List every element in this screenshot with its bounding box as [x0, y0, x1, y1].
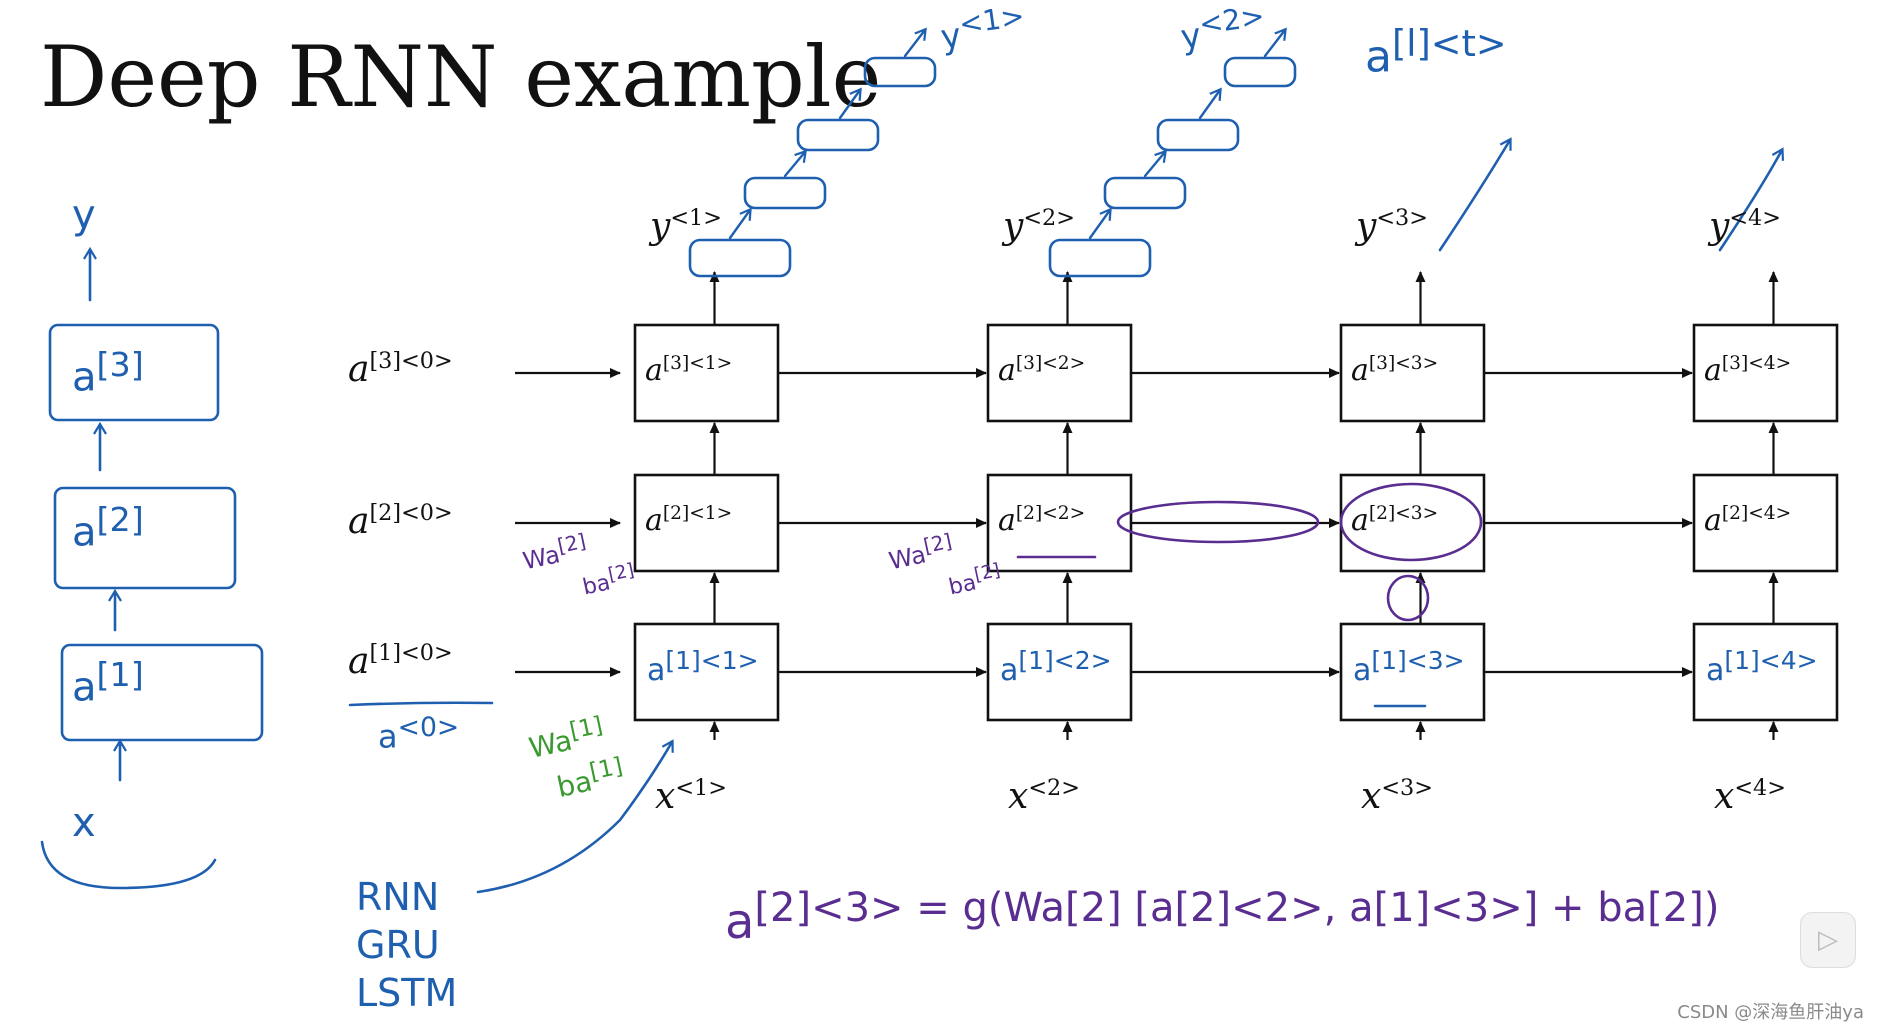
left-stack-box-2	[53, 486, 237, 590]
output-stack-1-arrow-1	[728, 207, 752, 240]
cell-label-l3-t3: a[3]<3>	[1351, 353, 1439, 388]
cell-box-l3-t4	[1692, 323, 1839, 423]
output-stack-1-box-4	[863, 56, 937, 88]
input-label-t4: x<4>	[1714, 775, 1786, 817]
output-stack-1-arrow-3	[838, 87, 862, 120]
cell-label-l2-t3: a[2]<3>	[1351, 503, 1439, 538]
hand-cell-l1-t2: a[1]<2>	[1000, 646, 1112, 688]
cell-label-l3-t2: a[3]<2>	[998, 353, 1086, 388]
cell-label-l3-t4: a[3]<4>	[1704, 353, 1792, 388]
cell-box-l1-t4	[1692, 622, 1839, 722]
output-label-t3: y<3>	[1356, 205, 1428, 247]
cell-label-l2-t2: a[2]<2>	[998, 503, 1086, 538]
output-stack-1-box-1	[688, 238, 792, 278]
output-stack-2-box-1	[1048, 238, 1152, 278]
generic-label-al-t: a[l]<t>	[1365, 22, 1507, 83]
left-stack-item-2: a[3]	[72, 345, 144, 401]
hand-cell-l1-t1: a[1]<1>	[647, 646, 759, 688]
generic-arrow-3	[1438, 137, 1512, 252]
watermark: CSDN @深海鱼肝油ya	[1677, 1002, 1864, 1023]
output-label-t4: y<4>	[1709, 205, 1781, 247]
highlight-circle-vertical	[1386, 574, 1430, 622]
cell-box-l1-t1	[633, 622, 780, 722]
left-stack-item-1: y	[72, 192, 96, 238]
highlight-ellipse-cell	[1339, 482, 1483, 562]
output-stack-2-box-3	[1156, 118, 1240, 152]
start-label-l3: a[3]<0>	[348, 348, 453, 390]
rnn-type-3: LSTM	[356, 971, 458, 1015]
cell-label-l2-t4: a[2]<4>	[1704, 503, 1792, 538]
output-label-t1: y<1>	[650, 205, 722, 247]
input-label-t2: x<2>	[1008, 775, 1080, 817]
rnn-type-1: RNN	[356, 875, 440, 919]
left-stack-brace	[40, 840, 217, 890]
hand-cell-l1-t4: a[1]<4>	[1706, 646, 1818, 688]
highlight-ellipse-arrow	[1116, 500, 1320, 544]
output-stack-2-box-4	[1223, 56, 1297, 88]
a0-note: a<0>	[378, 712, 460, 756]
left-stack-box-1	[48, 323, 220, 422]
output-stack-2-arrow-4	[1263, 27, 1287, 58]
handwritten-formula: a[2]<3> = g(Wa[2] [a[2]<2>, a[1]<3>] + b…	[725, 885, 1720, 950]
cell-label-l3-t1: a[3]<1>	[645, 353, 733, 388]
cell-box-l1-t2	[986, 622, 1133, 722]
left-stack-box-3	[60, 643, 264, 742]
input-label-t3: x<3>	[1361, 775, 1433, 817]
rnn-type-2: GRU	[356, 923, 440, 967]
left-stack-item-4: a[1]	[72, 655, 144, 711]
output-stack-1-arrow-4	[903, 27, 927, 58]
input-label-t1: x<1>	[655, 775, 727, 817]
cell-box-l2-t2	[986, 473, 1133, 573]
play-icon: ▷	[1818, 925, 1838, 955]
output-stack-2-box-2	[1103, 176, 1187, 210]
cell-box-l2-t1	[633, 473, 780, 573]
left-stack-item-3: a[2]	[72, 500, 144, 556]
left-stack-item-5: x	[72, 800, 96, 846]
slide-title: Deep RNN example	[40, 28, 882, 126]
output-stack-2-arrow-1	[1088, 207, 1112, 240]
play-button[interactable]: ▷	[1800, 912, 1856, 968]
a0-underline	[348, 701, 494, 707]
cell-box-l3-t3	[1339, 323, 1486, 423]
output-stack-2-arrow-2	[1143, 149, 1168, 178]
output-stack-2-arrow-3	[1198, 87, 1222, 120]
output-stack-1-box-2	[743, 176, 827, 210]
output-stack-1-arrow-2	[783, 149, 808, 178]
output-stack-1-box-3	[796, 118, 880, 152]
hand-cell-l1-t3: a[1]<3>	[1353, 646, 1465, 688]
generic-arrow-4	[1718, 147, 1785, 252]
cell-box-l3-t1	[633, 323, 780, 423]
cell-box-l2-t4	[1692, 473, 1839, 573]
cell-label-l2-t1: a[2]<1>	[645, 503, 733, 538]
cell-box-l1-t3	[1339, 622, 1486, 722]
rnn-curve-arrow	[476, 739, 674, 894]
start-label-l1: a[1]<0>	[348, 640, 453, 682]
start-label-l2: a[2]<0>	[348, 500, 453, 542]
output-label-t2: y<2>	[1003, 205, 1075, 247]
cell-box-l3-t2	[986, 323, 1133, 423]
